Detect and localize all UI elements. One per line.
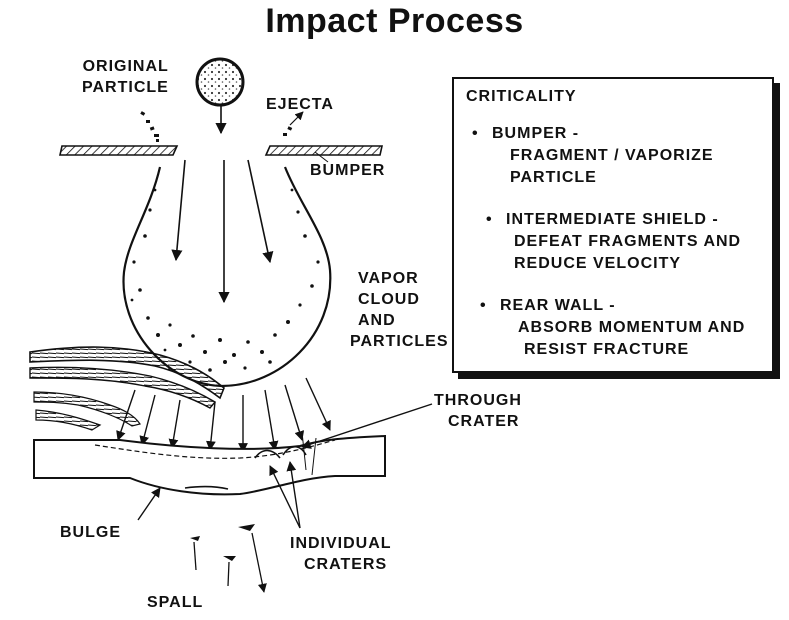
criticality-box: CRITICALITY • BUMPER - FRAGMENT / VAPORI… [452, 77, 774, 373]
label-through-crater: THROUGH CRATER [434, 392, 522, 430]
vapor-cloud [122, 159, 332, 388]
bullet: • [480, 297, 487, 314]
criticality-item-bumper: • BUMPER - FRAGMENT / VAPORIZE PARTICLE [472, 125, 714, 186]
original-particle [195, 57, 245, 135]
label-original-particle: ORIGINAL PARTICLE [82, 58, 169, 96]
intermediate-shield [29, 346, 225, 431]
label-spall: SPALL [147, 594, 204, 611]
label-bulge: BULGE [60, 524, 121, 541]
bumper-plate [59, 145, 383, 163]
label-bumper: BUMPER [310, 162, 386, 179]
criticality-heading: CRITICALITY [466, 88, 577, 105]
bullet: • [486, 211, 493, 228]
label-vapor-cloud: VAPOR CLOUD AND PARTICLES [350, 270, 449, 350]
spall-fragments [190, 524, 267, 593]
criticality-item-intermediate-shield: • INTERMEDIATE SHIELD - DEFEAT FRAGMENTS… [486, 211, 742, 272]
label-ejecta: EJECTA [266, 96, 334, 113]
label-individual-craters: INDIVIDUAL CRATERS [290, 535, 392, 573]
rear-wall [33, 431, 386, 496]
page-title: Impact Process [265, 2, 524, 40]
label-leaders [137, 403, 433, 529]
fragment-arrows [116, 377, 331, 453]
criticality-item-rear-wall: • REAR WALL - ABSORB MOMENTUM AND RESIST… [480, 297, 746, 358]
bullet: • [472, 125, 479, 142]
ejecta-debris [140, 111, 304, 142]
